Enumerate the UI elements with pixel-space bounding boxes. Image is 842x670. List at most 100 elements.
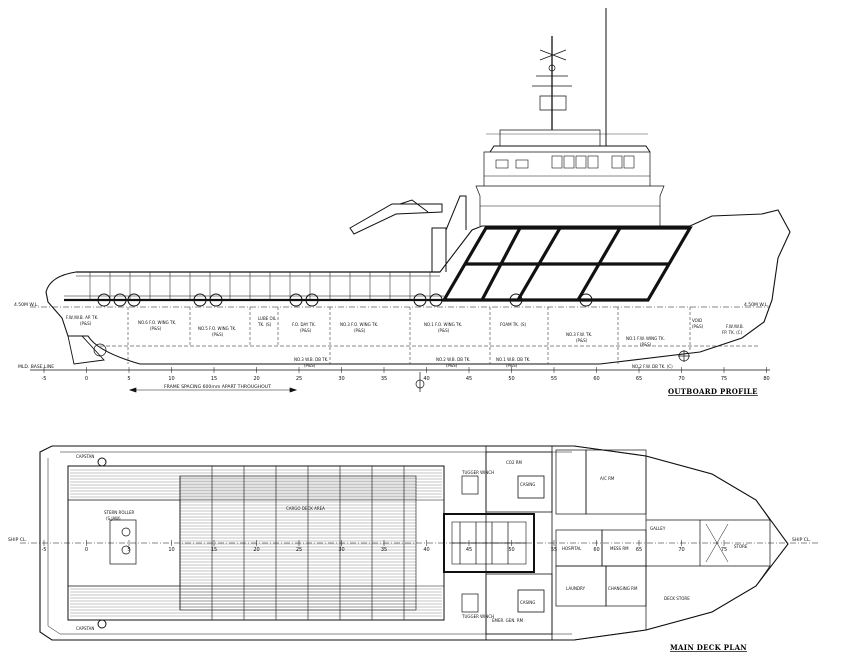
frame-tick-label: 80 bbox=[763, 376, 769, 382]
forward-rooms: A/C RM GALLEY HOSPITAL MESS RM LAUNDRY C… bbox=[552, 445, 771, 641]
capstan-bottom: CAPSTAN bbox=[76, 619, 107, 631]
stern-skeg bbox=[67, 335, 107, 365]
outboard-profile-title: OUTBOARD PROFILE bbox=[668, 387, 758, 396]
casing-bottom-label: CASING bbox=[520, 600, 535, 605]
frame-tick-label: 45 bbox=[466, 547, 472, 553]
frame-tick-label: -5 bbox=[42, 376, 47, 382]
cargo-deck: CARGO DECK AREA bbox=[67, 465, 445, 621]
frame-tick-label: 65 bbox=[636, 547, 642, 553]
svg-text:CAPSTAN: CAPSTAN bbox=[76, 626, 94, 631]
midship-symbol bbox=[415, 372, 425, 392]
tank-fo-day: F.O. DAY TK. bbox=[292, 322, 316, 327]
frame-tick-label: 65 bbox=[636, 376, 642, 382]
tank-labels: F.W./W.B. AP. TK. (P&S) NO.6 F.O. WING T… bbox=[66, 315, 744, 369]
tank-no1-fw: NO.1 F.W. WING TK. bbox=[626, 336, 665, 341]
deck-rollers bbox=[97, 293, 593, 307]
frame-tick-label: 30 bbox=[338, 376, 344, 382]
svg-text:TUGGER WINCH: TUGGER WINCH bbox=[461, 614, 494, 619]
deck-store-label: DECK STORE bbox=[664, 596, 690, 601]
frame-tick-label: 40 bbox=[423, 376, 429, 382]
ship-cl-right: SHIP CL. bbox=[792, 537, 811, 543]
frame-tick-label: 75 bbox=[721, 376, 727, 382]
svg-text:(P&S): (P&S) bbox=[304, 363, 316, 368]
svg-text:(P&S): (P&S) bbox=[506, 363, 518, 368]
tank-no1-wb: NO.1 W.B. DB TK. bbox=[496, 357, 531, 362]
frame-tick-label: 0 bbox=[85, 376, 88, 382]
svg-text:(P&S): (P&S) bbox=[150, 326, 162, 331]
frame-tick-label: 20 bbox=[253, 547, 259, 553]
frame-tick-label: 60 bbox=[593, 547, 599, 553]
waterline-label-left: 4.50M W.L. bbox=[14, 302, 39, 308]
forward-hull-framing bbox=[441, 226, 693, 302]
tank-no2-fw: NO.2 F.W. DB TK. (C) bbox=[632, 364, 673, 369]
frame-tick-label: 15 bbox=[211, 547, 217, 553]
svg-text:(P&S): (P&S) bbox=[80, 321, 92, 326]
galley-label: GALLEY bbox=[650, 526, 666, 531]
crane bbox=[349, 195, 467, 272]
hospital-label: HOSPITAL bbox=[562, 546, 582, 551]
svg-text:(P&S): (P&S) bbox=[576, 338, 588, 343]
frame-tick-label: 0 bbox=[85, 547, 88, 553]
main-deck-plan-title: MAIN DECK PLAN bbox=[670, 643, 747, 652]
main-deck-plan: SHIP CL. SHIP CL. CARGO DECK AREA STERN … bbox=[8, 445, 820, 652]
tank-no3-wb: NO.3 W.B. DB TK. bbox=[294, 357, 329, 362]
frame-tick-label: 25 bbox=[296, 547, 302, 553]
svg-text:(P&S): (P&S) bbox=[692, 324, 704, 329]
tugger-winch-top: TUGGER WINCH bbox=[461, 470, 494, 495]
capstan-top: CAPSTAN bbox=[76, 454, 107, 467]
tugger-winch-bottom: TUGGER WINCH bbox=[461, 593, 494, 619]
accommodation-block: CO2 RM CASING CASING EMER. GEN. RM bbox=[485, 446, 553, 640]
frame-tick-label: 5 bbox=[127, 376, 130, 382]
changing-label: CHANGING RM bbox=[608, 586, 638, 591]
tank-no2-wb: NO.2 W.B. DB TK. bbox=[436, 357, 471, 362]
hull-outline bbox=[45, 209, 791, 365]
tank-fw-ap: F.W./W.B. AP. TK. bbox=[66, 315, 99, 320]
towing-winch bbox=[443, 513, 535, 573]
stern-area: STERN ROLLER (S.JAW) bbox=[67, 499, 181, 587]
ship-cl-left: SHIP CL. bbox=[8, 537, 27, 543]
svg-text:(P&S): (P&S) bbox=[446, 363, 458, 368]
frame-spacing-note: FRAME SPACING 600mm APART THROUGHOUT bbox=[164, 384, 271, 390]
mess-label: MESS RM bbox=[610, 546, 629, 551]
aircon-label: A/C RM bbox=[600, 476, 615, 481]
svg-text:(P&S): (P&S) bbox=[300, 328, 312, 333]
frame-tick-label: 55 bbox=[551, 376, 557, 382]
svg-text:CAPSTAN: CAPSTAN bbox=[76, 454, 94, 459]
tank-void: VOID bbox=[692, 318, 702, 323]
frame-tick-label: 50 bbox=[508, 547, 514, 553]
frame-tick-label: 25 bbox=[296, 376, 302, 382]
frame-tick-label: 45 bbox=[466, 376, 472, 382]
frame-tick-label: 35 bbox=[381, 376, 387, 382]
tank-no1-fo: NO.1 F.O. WING TK. bbox=[424, 322, 462, 327]
tank-bulkheads bbox=[127, 307, 691, 364]
frame-tick-label: 10 bbox=[168, 376, 174, 382]
svg-text:(P&S): (P&S) bbox=[640, 342, 652, 347]
tank-fw-wb-fp: F.W./W.B. bbox=[726, 324, 744, 329]
svg-text:(P&S): (P&S) bbox=[354, 328, 366, 333]
tank-no3-fo: NO.3 F.O. WING TK. bbox=[340, 322, 378, 327]
tank-no5-fo: NO.5 F.O. WING TK. bbox=[198, 326, 236, 331]
bulwark-stanchions bbox=[89, 272, 431, 300]
waterline-label-right: 4.50M W.L. bbox=[744, 302, 769, 308]
frame-tick-label: 70 bbox=[678, 547, 684, 553]
stern-roller-label: STERN ROLLER bbox=[104, 510, 134, 515]
frame-tick-label: -5 bbox=[42, 547, 47, 553]
co2-room-label: CO2 RM bbox=[506, 460, 523, 465]
frame-tick-label: 20 bbox=[253, 376, 259, 382]
bow-thruster bbox=[678, 350, 690, 362]
masts bbox=[532, 8, 607, 146]
frame-tick-label: 40 bbox=[423, 547, 429, 553]
frame-tick-label: 50 bbox=[508, 376, 514, 382]
svg-text:(P&S): (P&S) bbox=[438, 328, 450, 333]
frame-tick-label: 60 bbox=[593, 376, 599, 382]
svg-text:FP. TK. (C): FP. TK. (C) bbox=[722, 330, 743, 335]
emer-gen-label: EMER. GEN. RM bbox=[492, 618, 524, 623]
svg-text:TUGGER WINCH: TUGGER WINCH bbox=[461, 470, 494, 475]
svg-text:(P&S): (P&S) bbox=[212, 332, 224, 337]
tank-foam: FOAM TK. (S) bbox=[500, 322, 527, 327]
frame-tick-label: 35 bbox=[381, 547, 387, 553]
frame-tick-label: 70 bbox=[678, 376, 684, 382]
